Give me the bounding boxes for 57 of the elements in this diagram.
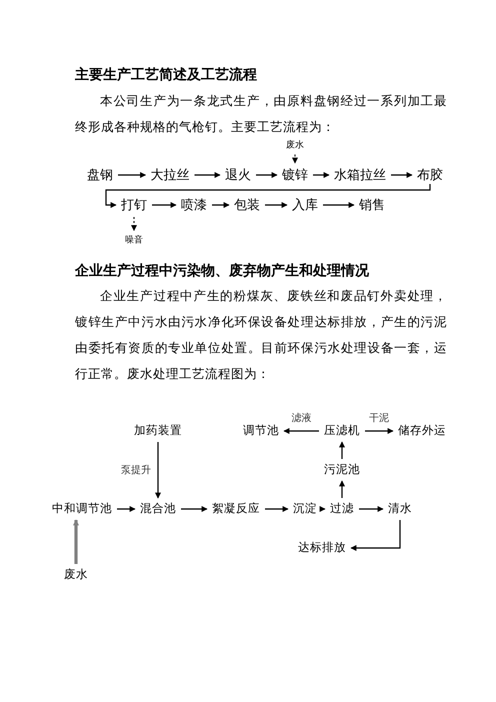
process-label: 打钉	[120, 197, 148, 213]
process-label: 包装	[233, 197, 261, 213]
process-label: 调节池	[242, 424, 280, 438]
process-label: 清水	[387, 502, 413, 516]
paragraph: 企业生产过程中产生的粉煤灰、废铁丝和废品钉外卖处理，镀锌生产中污水由污水净化环保设备处理达标排放，产生的污泥由委托有资质的专业单位处置。目前环保污水处理设备一套，运行正常。废水处理工艺流程图为：	[75, 288, 447, 383]
process-label: 混合池	[139, 502, 177, 516]
arrow	[194, 172, 221, 178]
process-label: 噪音	[124, 234, 144, 246]
arrow	[339, 480, 345, 498]
arrow	[212, 202, 230, 208]
arrow	[339, 441, 345, 459]
process-label: 压滤机	[323, 424, 361, 438]
process-label: 入库	[291, 197, 319, 213]
edge-label: 滤液	[292, 412, 312, 425]
process-label: 达标排放	[297, 541, 347, 555]
process-label: 水箱拉丝	[333, 167, 387, 183]
arrow	[265, 202, 288, 208]
arrow	[117, 506, 136, 512]
process-label: 盘钢	[86, 167, 114, 183]
arrow	[359, 506, 384, 512]
edge-label: 干泥	[369, 412, 389, 425]
arrow	[365, 428, 394, 434]
arrow	[155, 442, 161, 499]
arrow	[350, 520, 401, 551]
arrow	[181, 506, 208, 512]
arrow	[152, 202, 177, 208]
process-label: 中和调节池	[51, 502, 113, 516]
arrow	[391, 172, 413, 178]
arrow	[320, 506, 326, 512]
arrow	[118, 172, 146, 178]
process-label: 大拉丝	[150, 167, 190, 183]
process-label: 布胶	[416, 167, 444, 183]
process-label: 废水	[285, 140, 305, 150]
heading: 企业生产过程中污染物、废弃物产生和处理情况	[75, 262, 369, 280]
process-label: 污泥池	[323, 463, 361, 477]
process-label: 销售	[358, 197, 386, 213]
arrow	[131, 216, 137, 232]
edge-label: 泵提升	[121, 464, 151, 477]
arrow	[256, 172, 278, 178]
process-label: 储存外运	[397, 424, 447, 438]
process-label: 镀锌	[281, 167, 309, 183]
arrow	[105, 184, 431, 208]
arrow	[292, 154, 298, 164]
arrow	[323, 202, 355, 208]
process-label: 废水	[63, 568, 89, 582]
arrow	[283, 428, 319, 434]
process-label: 沉淀	[292, 502, 318, 516]
paragraph: 本公司生产为一条龙式生产，由原料盘钢经过一系列加工最终形成各种规格的气枪钉。主要工艺流程为：	[75, 93, 447, 136]
process-label: 絮凝反应	[211, 502, 261, 516]
heading: 主要生产工艺简述及工艺流程	[75, 66, 257, 84]
arrow	[313, 172, 330, 178]
arrow	[265, 506, 289, 512]
process-label: 喷漆	[180, 197, 208, 213]
process-label: 过滤	[329, 502, 355, 516]
arrow	[73, 519, 79, 564]
process-label: 加药装置	[133, 424, 183, 438]
process-label: 退火	[224, 167, 252, 183]
